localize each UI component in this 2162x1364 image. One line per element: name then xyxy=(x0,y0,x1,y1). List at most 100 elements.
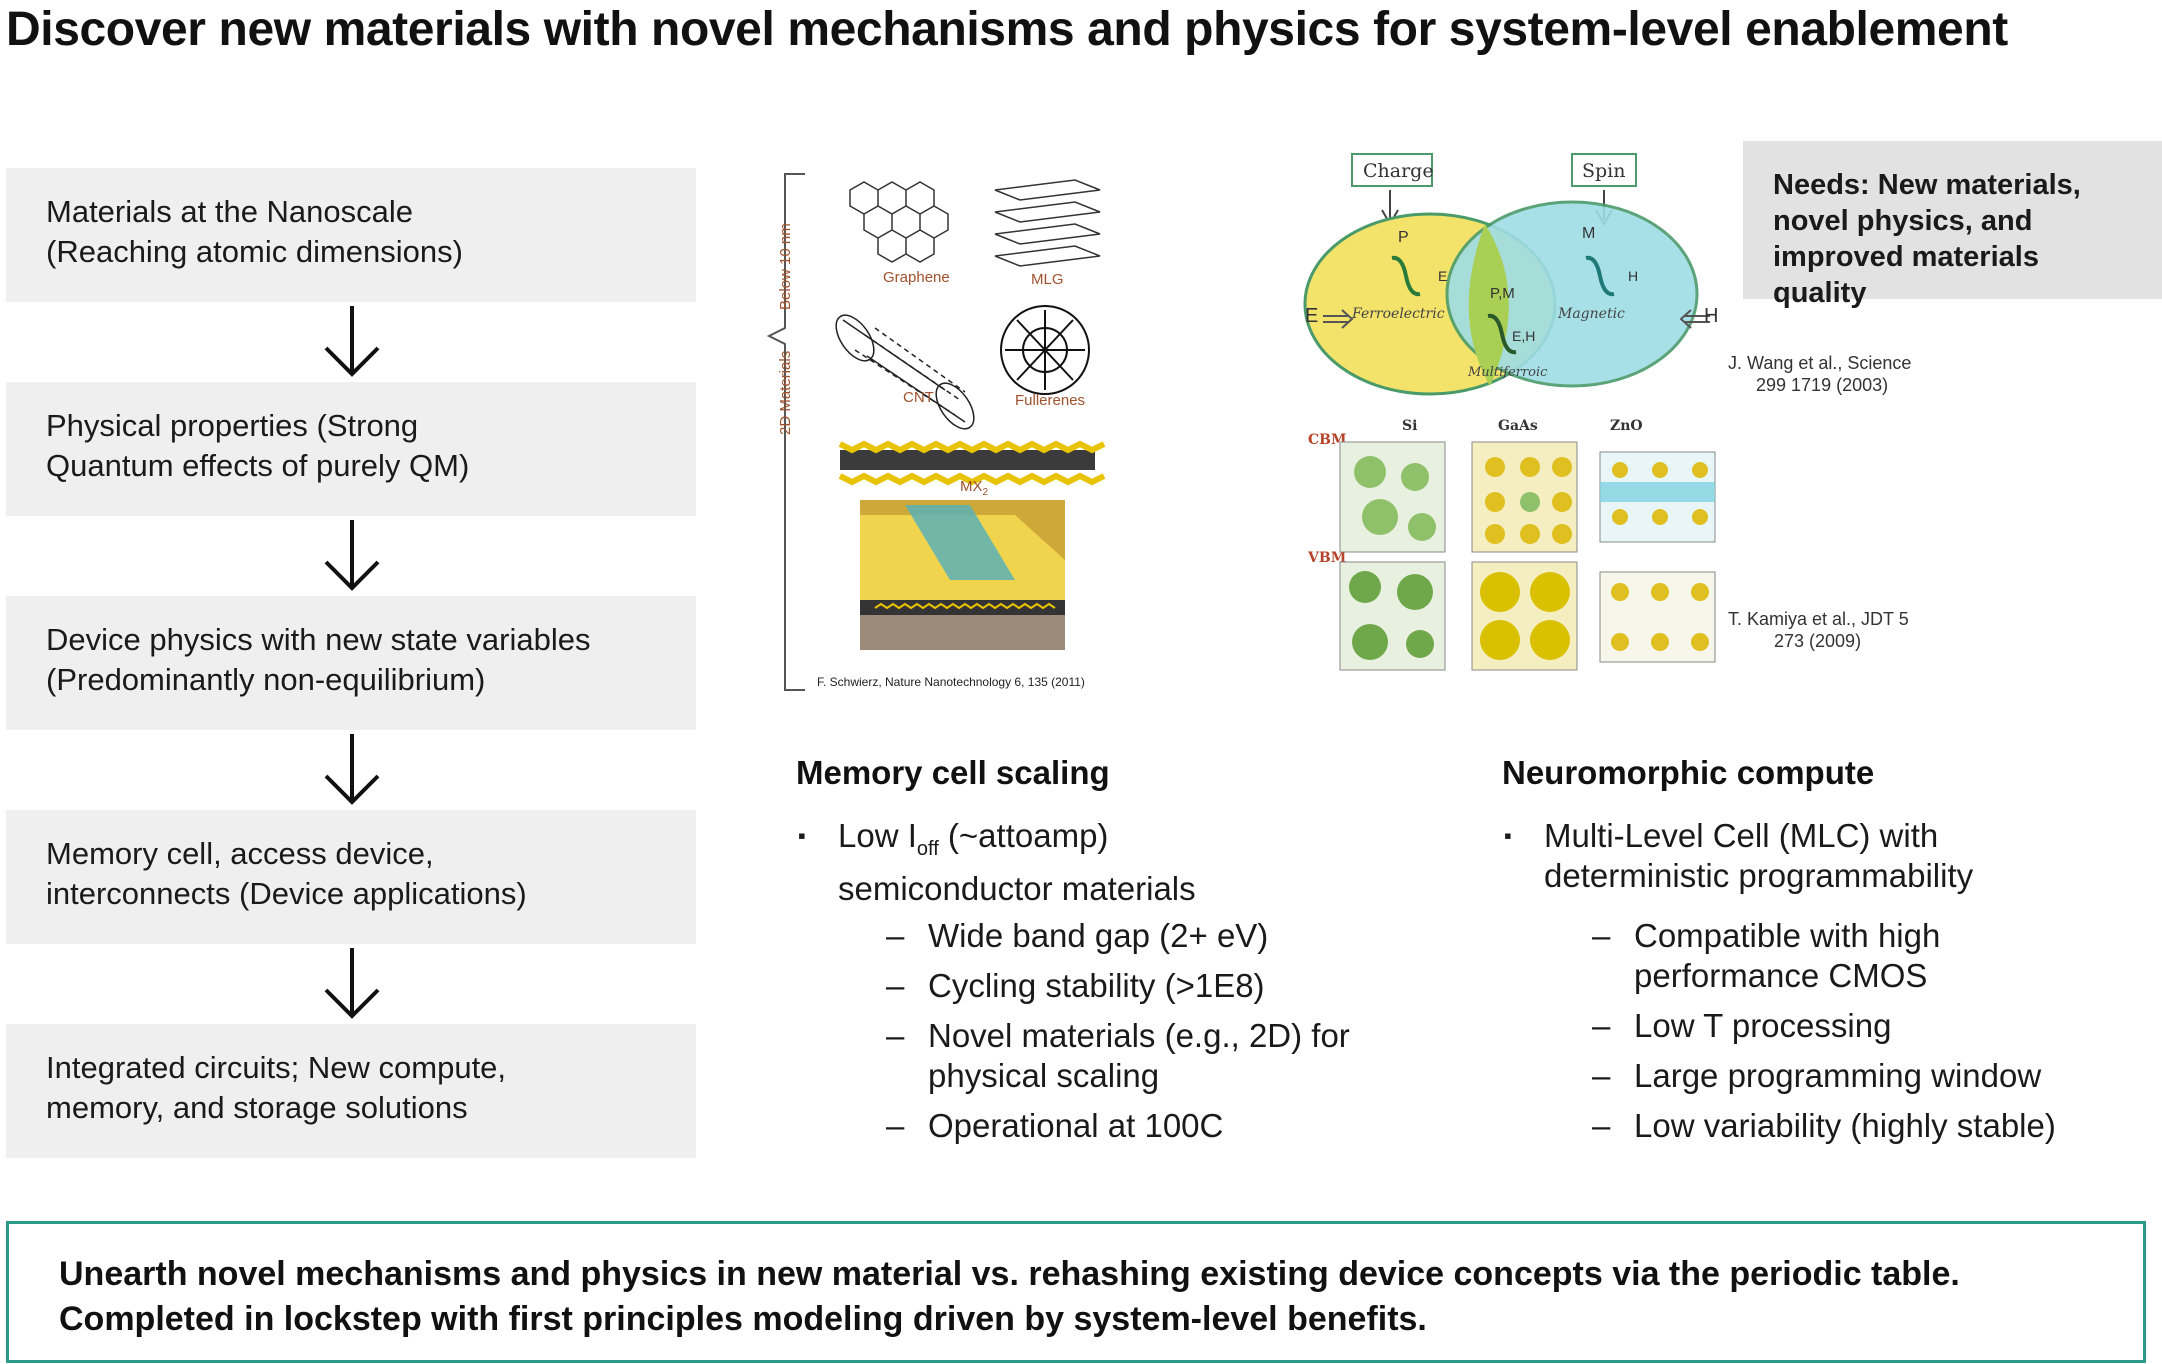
cnt-label: CNT xyxy=(903,389,934,406)
flow-step-device-physics: Device physics with new state variables … xyxy=(6,596,696,730)
fig1-citation: F. Schwierz, Nature Nanotechnology 6, 13… xyxy=(817,675,1085,689)
memory-sub-text: Operational at 100C xyxy=(928,1107,1224,1144)
pm-label: P,M xyxy=(1490,285,1515,302)
mx2-label: MX2 xyxy=(960,478,989,498)
dash-marker-icon: – xyxy=(886,967,905,1004)
memory-sub-text: Wide band gap (2+ eV) xyxy=(928,917,1269,954)
e-field-label: E xyxy=(1305,305,1318,327)
brace-label-top: Below 10 nm xyxy=(777,223,794,310)
mlg-label: MLG xyxy=(1031,271,1064,288)
neuromorphic-sub-text: performance CMOS xyxy=(1634,957,1928,994)
memory-sub-item: – Operational at 100C xyxy=(886,1106,1224,1146)
memory-bullet-line: semiconductor materials xyxy=(838,870,1196,907)
neuromorphic-sub-text: Low variability (highly stable) xyxy=(1634,1107,2056,1144)
memory-sub-item: – Novel materials (e.g., 2D) for physica… xyxy=(886,1016,1350,1096)
dash-marker-icon: – xyxy=(1592,917,1611,954)
neuromorphic-bullet-line: Multi-Level Cell (MLC) with xyxy=(1544,817,1939,854)
bullet-marker-icon: ▪ xyxy=(1504,823,1512,848)
eh-label: E,H xyxy=(1512,328,1535,344)
fullerene-icon xyxy=(1000,305,1090,395)
citation-line: 273 (2009) xyxy=(1774,631,1862,651)
m-label: M xyxy=(1582,225,1595,242)
si-label: Si xyxy=(1402,418,1417,434)
flow-step-physical-properties: Physical properties (Strong Quantum effe… xyxy=(6,382,696,516)
magnetic-ellipse xyxy=(1445,200,1699,388)
citation-wang: J. Wang et al., Science 299 1719 (2003) xyxy=(1728,352,1911,396)
ferroelectric-label: Ferroelectric xyxy=(1351,306,1445,322)
magnetic-label: Magnetic xyxy=(1557,306,1625,322)
flow-step-line: Quantum effects of purely QM) xyxy=(46,448,470,483)
needs-line: novel physics, and xyxy=(1773,205,2033,237)
down-arrow-icon xyxy=(324,734,380,805)
flow-step-line: Integrated circuits; New compute, xyxy=(46,1050,507,1085)
p-label: P xyxy=(1398,229,1409,246)
fullerenes-label: Fullerenes xyxy=(1015,392,1085,409)
graphene-icon xyxy=(849,181,949,263)
zno-label: ZnO xyxy=(1610,418,1643,434)
spin-label: Spin xyxy=(1582,160,1626,182)
cbm-label: CBM xyxy=(1308,432,1346,448)
flow-step-line: Device physics with new state variables xyxy=(46,622,591,657)
memory-heading: Memory cell scaling xyxy=(796,754,1110,791)
neuromorphic-sub-item: – Compatible with high performance CMOS xyxy=(1592,916,1941,996)
dash-marker-icon: – xyxy=(886,1107,905,1144)
dash-marker-icon: – xyxy=(886,917,905,954)
citation-line: J. Wang et al., Science xyxy=(1728,353,1912,373)
neuromorphic-sub-text: Low T processing xyxy=(1634,1007,1892,1044)
neuromorphic-sub-item: – Low T processing xyxy=(1592,1006,1892,1046)
dash-marker-icon: – xyxy=(886,1017,905,1054)
neuromorphic-bullet: ▪ Multi-Level Cell (MLC) with determinis… xyxy=(1504,816,1974,896)
memory-sub-item: – Wide band gap (2+ eV) xyxy=(886,916,1269,956)
transistor-device-icon xyxy=(860,500,1065,650)
gaas-cbm-crystal-icon xyxy=(1471,441,1578,553)
memory-sub-text: physical scaling xyxy=(928,1057,1160,1094)
e-label: E xyxy=(1438,268,1447,284)
neuromorphic-sub-text: Compatible with high xyxy=(1634,917,1941,954)
neuromorphic-heading: Neuromorphic compute xyxy=(1502,754,1875,791)
h-field-label: H xyxy=(1704,305,1718,327)
dash-marker-icon: – xyxy=(1592,1007,1611,1044)
flow-step-line: interconnects (Device applications) xyxy=(46,876,527,911)
brace-label-bottom: 2D Materials xyxy=(777,351,794,435)
summary-line: Unearth novel mechanisms and physics in … xyxy=(59,1255,1960,1293)
left-arrow-icon xyxy=(1679,309,1710,329)
cnt-icon xyxy=(835,314,975,430)
multiferroic-label: Multiferroic xyxy=(1467,365,1548,380)
memory-sub-text: Novel materials (e.g., 2D) for xyxy=(928,1017,1350,1054)
gaas-label: GaAs xyxy=(1498,418,1538,434)
gaas-vbm-crystal-icon xyxy=(1471,561,1578,671)
memory-sub-text: Cycling stability (>1E8) xyxy=(928,967,1265,1004)
bullet-marker-icon: ▪ xyxy=(798,823,806,848)
dash-marker-icon: – xyxy=(1592,1107,1611,1144)
graphene-label: Graphene xyxy=(883,269,950,286)
mx2-icon xyxy=(838,440,1106,486)
memory-bullet: ▪ Low Ioff (~attoamp) semiconductor mate… xyxy=(798,816,1196,909)
nanomaterials-figure: Below 10 nm 2D Materials Graphene MLG CN… xyxy=(766,173,1106,691)
citation-line: T. Kamiya et al., JDT 5 xyxy=(1728,609,1909,629)
needs-line: improved materials quality xyxy=(1773,241,2039,309)
zno-cbm-crystal-icon xyxy=(1599,451,1716,543)
zno-vbm-crystal-icon xyxy=(1599,571,1716,663)
neuromorphic-sub-text: Large programming window xyxy=(1634,1057,2042,1094)
flow-step-nanoscale: Materials at the Nanoscale (Reaching ato… xyxy=(6,168,696,302)
down-arrow-icon xyxy=(324,306,380,377)
page-title: Discover new materials with novel mechan… xyxy=(6,3,2008,56)
neuromorphic-sub-item: – Large programming window xyxy=(1592,1056,2042,1096)
si-cbm-crystal-icon xyxy=(1339,441,1446,553)
down-arrow-icon xyxy=(324,948,380,1019)
down-arrow-icon xyxy=(324,520,380,591)
right-arrow-icon xyxy=(1323,309,1354,329)
needs-callout: Needs: New materials, novel physics, and… xyxy=(1743,141,2162,309)
needs-line: Needs: New materials, xyxy=(1773,169,2081,201)
flow-step-line: (Predominantly non-equilibrium) xyxy=(46,662,486,697)
summary-box: Unearth novel mechanisms and physics in … xyxy=(6,1221,2146,1363)
memory-bullet-line: Low Ioff (~attoamp) xyxy=(838,817,1109,860)
band-edge-orbitals-figure: Si GaAs ZnO CBM VBM xyxy=(1307,418,1716,671)
mlg-icon xyxy=(994,179,1101,267)
neuromorphic-bullet-line: deterministic programmability xyxy=(1544,857,1974,894)
citation-kamiya: T. Kamiya et al., JDT 5 273 (2009) xyxy=(1728,608,1909,652)
vbm-label: VBM xyxy=(1307,550,1346,566)
flow-step-device-applications: Memory cell, access device, interconnect… xyxy=(6,810,696,944)
flow-step-line: (Reaching atomic dimensions) xyxy=(46,234,463,269)
multiferroic-overlap xyxy=(1468,224,1509,386)
